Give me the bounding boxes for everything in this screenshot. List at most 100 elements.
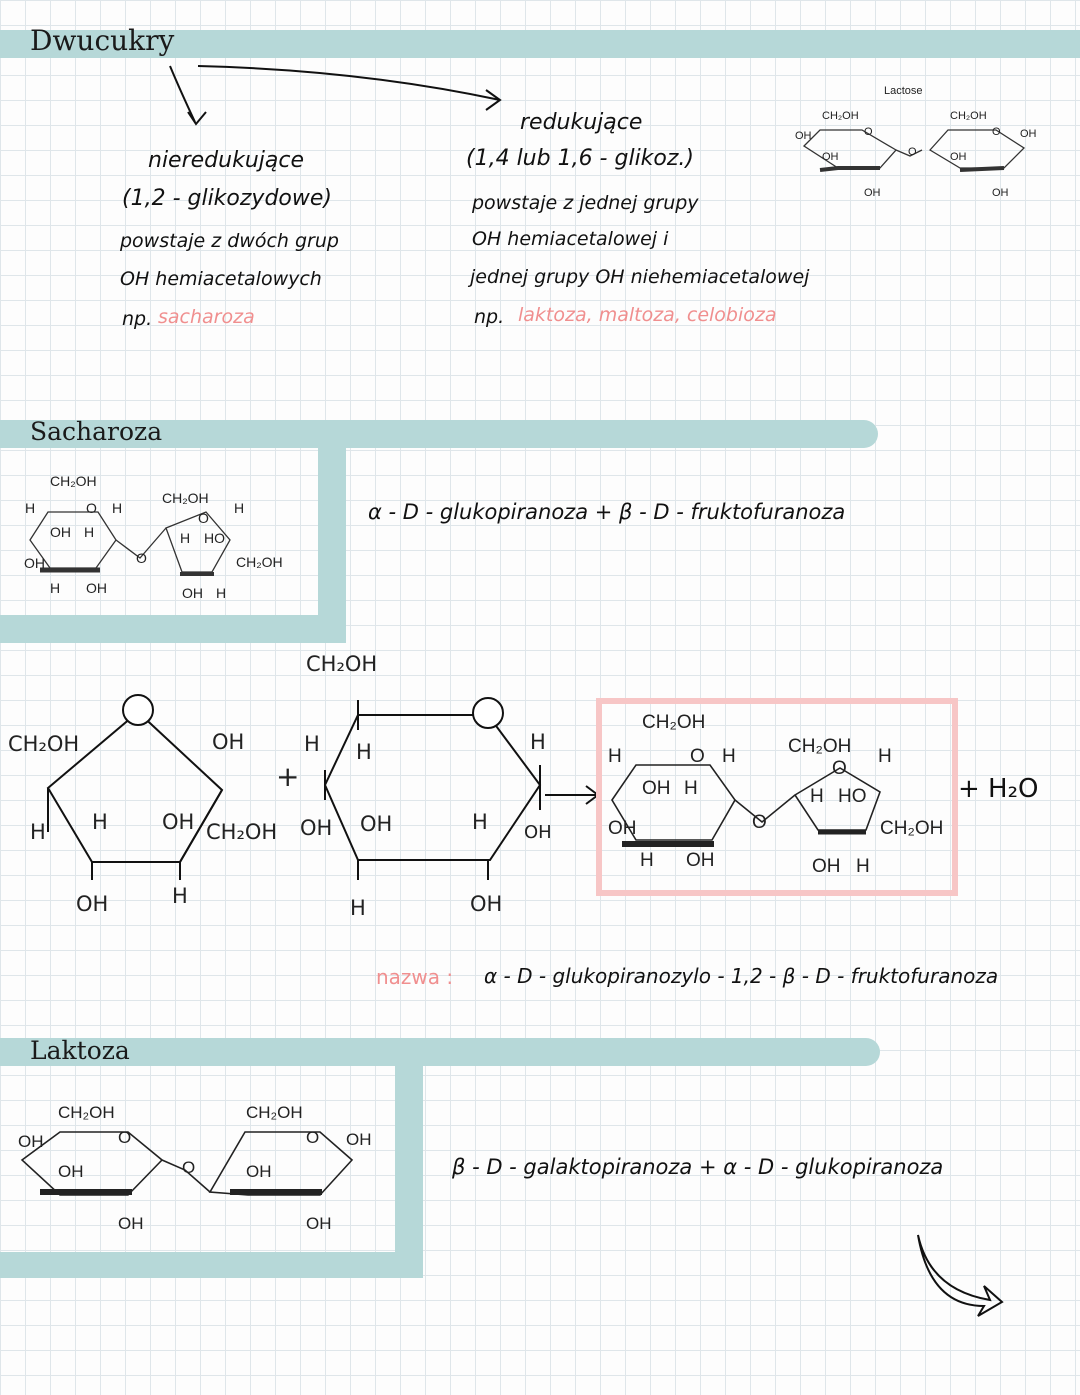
sucrose-small-label: O	[86, 500, 97, 516]
lactose-frame-right	[395, 1066, 423, 1278]
nonreducing-bond: (1,2 - glikozydowe)	[122, 186, 332, 211]
reaction-right-label: H	[356, 740, 372, 764]
lactose-components: β - D - galaktopiranoza + α - D - glukop…	[452, 1155, 944, 1179]
sucrose-small-label: CH₂OH	[162, 490, 209, 506]
product-label: H	[878, 746, 892, 767]
sucrose-small-label: OH	[50, 524, 71, 540]
reaction-left-label: OH	[162, 810, 195, 834]
sucrose-small-label: OH	[24, 555, 45, 571]
sucrose-name-prefix: nazwa :	[376, 965, 454, 989]
sucrose-small-label: CH₂OH	[50, 473, 97, 489]
lactose-small-label: OH	[992, 187, 1009, 199]
reaction-right-label: OH	[524, 822, 552, 843]
reaction-right-label: OH	[300, 816, 333, 840]
reaction-right-label: H	[472, 810, 488, 834]
product-label: H	[684, 778, 698, 799]
sucrose-small-label: HO	[204, 530, 225, 546]
sucrose-small-label: H	[25, 500, 36, 516]
reaction-left-label: H	[92, 810, 108, 834]
product-label: H	[722, 746, 736, 767]
reaction-water: + H₂O	[958, 774, 1039, 804]
lactose-label: OH	[118, 1214, 144, 1233]
lactose-band	[0, 1038, 880, 1066]
reaction-left-label: CH₂OH	[206, 820, 278, 844]
product-label: O	[832, 758, 847, 779]
sucrose-small-label: H	[112, 500, 123, 516]
sucrose-small-label: H	[216, 585, 227, 601]
lactose-frame-bottom	[0, 1252, 423, 1278]
product-label: O	[752, 812, 767, 833]
reducing-desc2: OH hemiacetalowej i	[472, 228, 669, 250]
lactose-label: OH	[246, 1162, 272, 1181]
lactose-heading: Laktoza	[30, 1036, 130, 1065]
lactose-label: OH	[18, 1132, 44, 1151]
reducing-desc3: jednej grupy OH niehemiacetalowej	[470, 266, 810, 288]
lactose-label: CH₂OH	[58, 1103, 115, 1122]
sucrose-small-label: O	[136, 550, 147, 566]
sucrose-small-label: OH	[182, 585, 203, 601]
lactose-small-label: OH	[950, 151, 967, 163]
sucrose-heading: Sacharoza	[30, 417, 163, 446]
reaction-right-label: OH	[360, 812, 393, 836]
reaction-right-label: H	[304, 732, 320, 756]
lactose-label: O	[118, 1128, 132, 1147]
reaction-right-label: H	[350, 896, 366, 920]
product-label: O	[690, 746, 705, 767]
lactose-small-label: CH₂OH	[822, 110, 859, 122]
sucrose-small-label: CH₂OH	[236, 554, 283, 570]
lactose-label: OH	[346, 1130, 372, 1149]
sucrose-band	[0, 420, 878, 448]
reducing-label: redukujące	[520, 110, 643, 135]
lactose-label: OH	[58, 1162, 84, 1181]
lactose-small-label: O	[864, 126, 873, 138]
reaction-left-label: OH	[212, 730, 245, 754]
reducing-desc1: powstaje z jednej grupy	[472, 192, 699, 214]
page-title: Dwucukry	[30, 24, 175, 57]
sucrose-small-label: OH	[86, 580, 107, 596]
sucrose-frame-bottom	[0, 615, 346, 643]
reaction-left-label: OH	[76, 892, 109, 916]
reducing-example-prefix: np.	[474, 306, 505, 328]
lactose-label: CH₂OH	[246, 1103, 303, 1122]
reaction-right-label: CH₂OH	[306, 652, 378, 676]
nonreducing-desc2: OH hemiacetalowych	[120, 268, 322, 290]
product-label: CH₂OH	[788, 736, 852, 757]
sucrose-small-label: H	[234, 500, 245, 516]
sucrose-frame-right	[318, 448, 346, 643]
nonreducing-example-prefix: np.	[122, 308, 153, 330]
product-label: H	[810, 786, 824, 807]
lactose-small-caption: Lactose	[884, 85, 923, 97]
product-label: H	[640, 850, 654, 871]
sucrose-components: α - D - glukopiranoza + β - D - fruktofu…	[368, 500, 846, 524]
lactose-small-label: CH₂OH	[950, 110, 987, 122]
lactose-small-label: OH	[822, 151, 839, 163]
lactose-small-label: OH	[795, 130, 812, 142]
reducing-examples: laktoza, maltoza, celobioza	[518, 304, 777, 326]
reaction-left-label: H	[172, 884, 188, 908]
product-label: OH	[642, 778, 671, 799]
lactose-label: O	[182, 1158, 196, 1177]
lactose-label: O	[306, 1128, 320, 1147]
sucrose-small-label: H	[180, 530, 191, 546]
product-label: CH₂OH	[642, 712, 706, 733]
reaction-left-label: CH₂OH	[8, 732, 80, 756]
reaction-plus: +	[276, 760, 300, 793]
title-band	[0, 30, 1080, 58]
sucrose-small-label: H	[84, 524, 95, 540]
product-label: OH	[686, 850, 715, 871]
lactose-label: OH	[306, 1214, 332, 1233]
reaction-left-label: H	[30, 820, 46, 844]
reducing-bond: (1,4 lub 1,6 - glikoz.)	[466, 146, 695, 171]
lactose-small-label: OH	[864, 187, 881, 199]
sucrose-name: α - D - glukopiranozylo - 1,2 - β - D - …	[484, 964, 999, 988]
product-label: H	[608, 746, 622, 767]
product-label: HO	[838, 786, 867, 807]
reaction-right-label: OH	[470, 892, 503, 916]
lactose-small-label: O	[908, 146, 917, 158]
nonreducing-examples: sacharoza	[158, 306, 255, 328]
product-label: H	[856, 856, 870, 877]
product-label: OH	[812, 856, 841, 877]
product-label: CH₂OH	[880, 818, 944, 839]
lactose-small-label: O	[992, 126, 1001, 138]
nonreducing-label: nieredukujące	[148, 148, 304, 173]
